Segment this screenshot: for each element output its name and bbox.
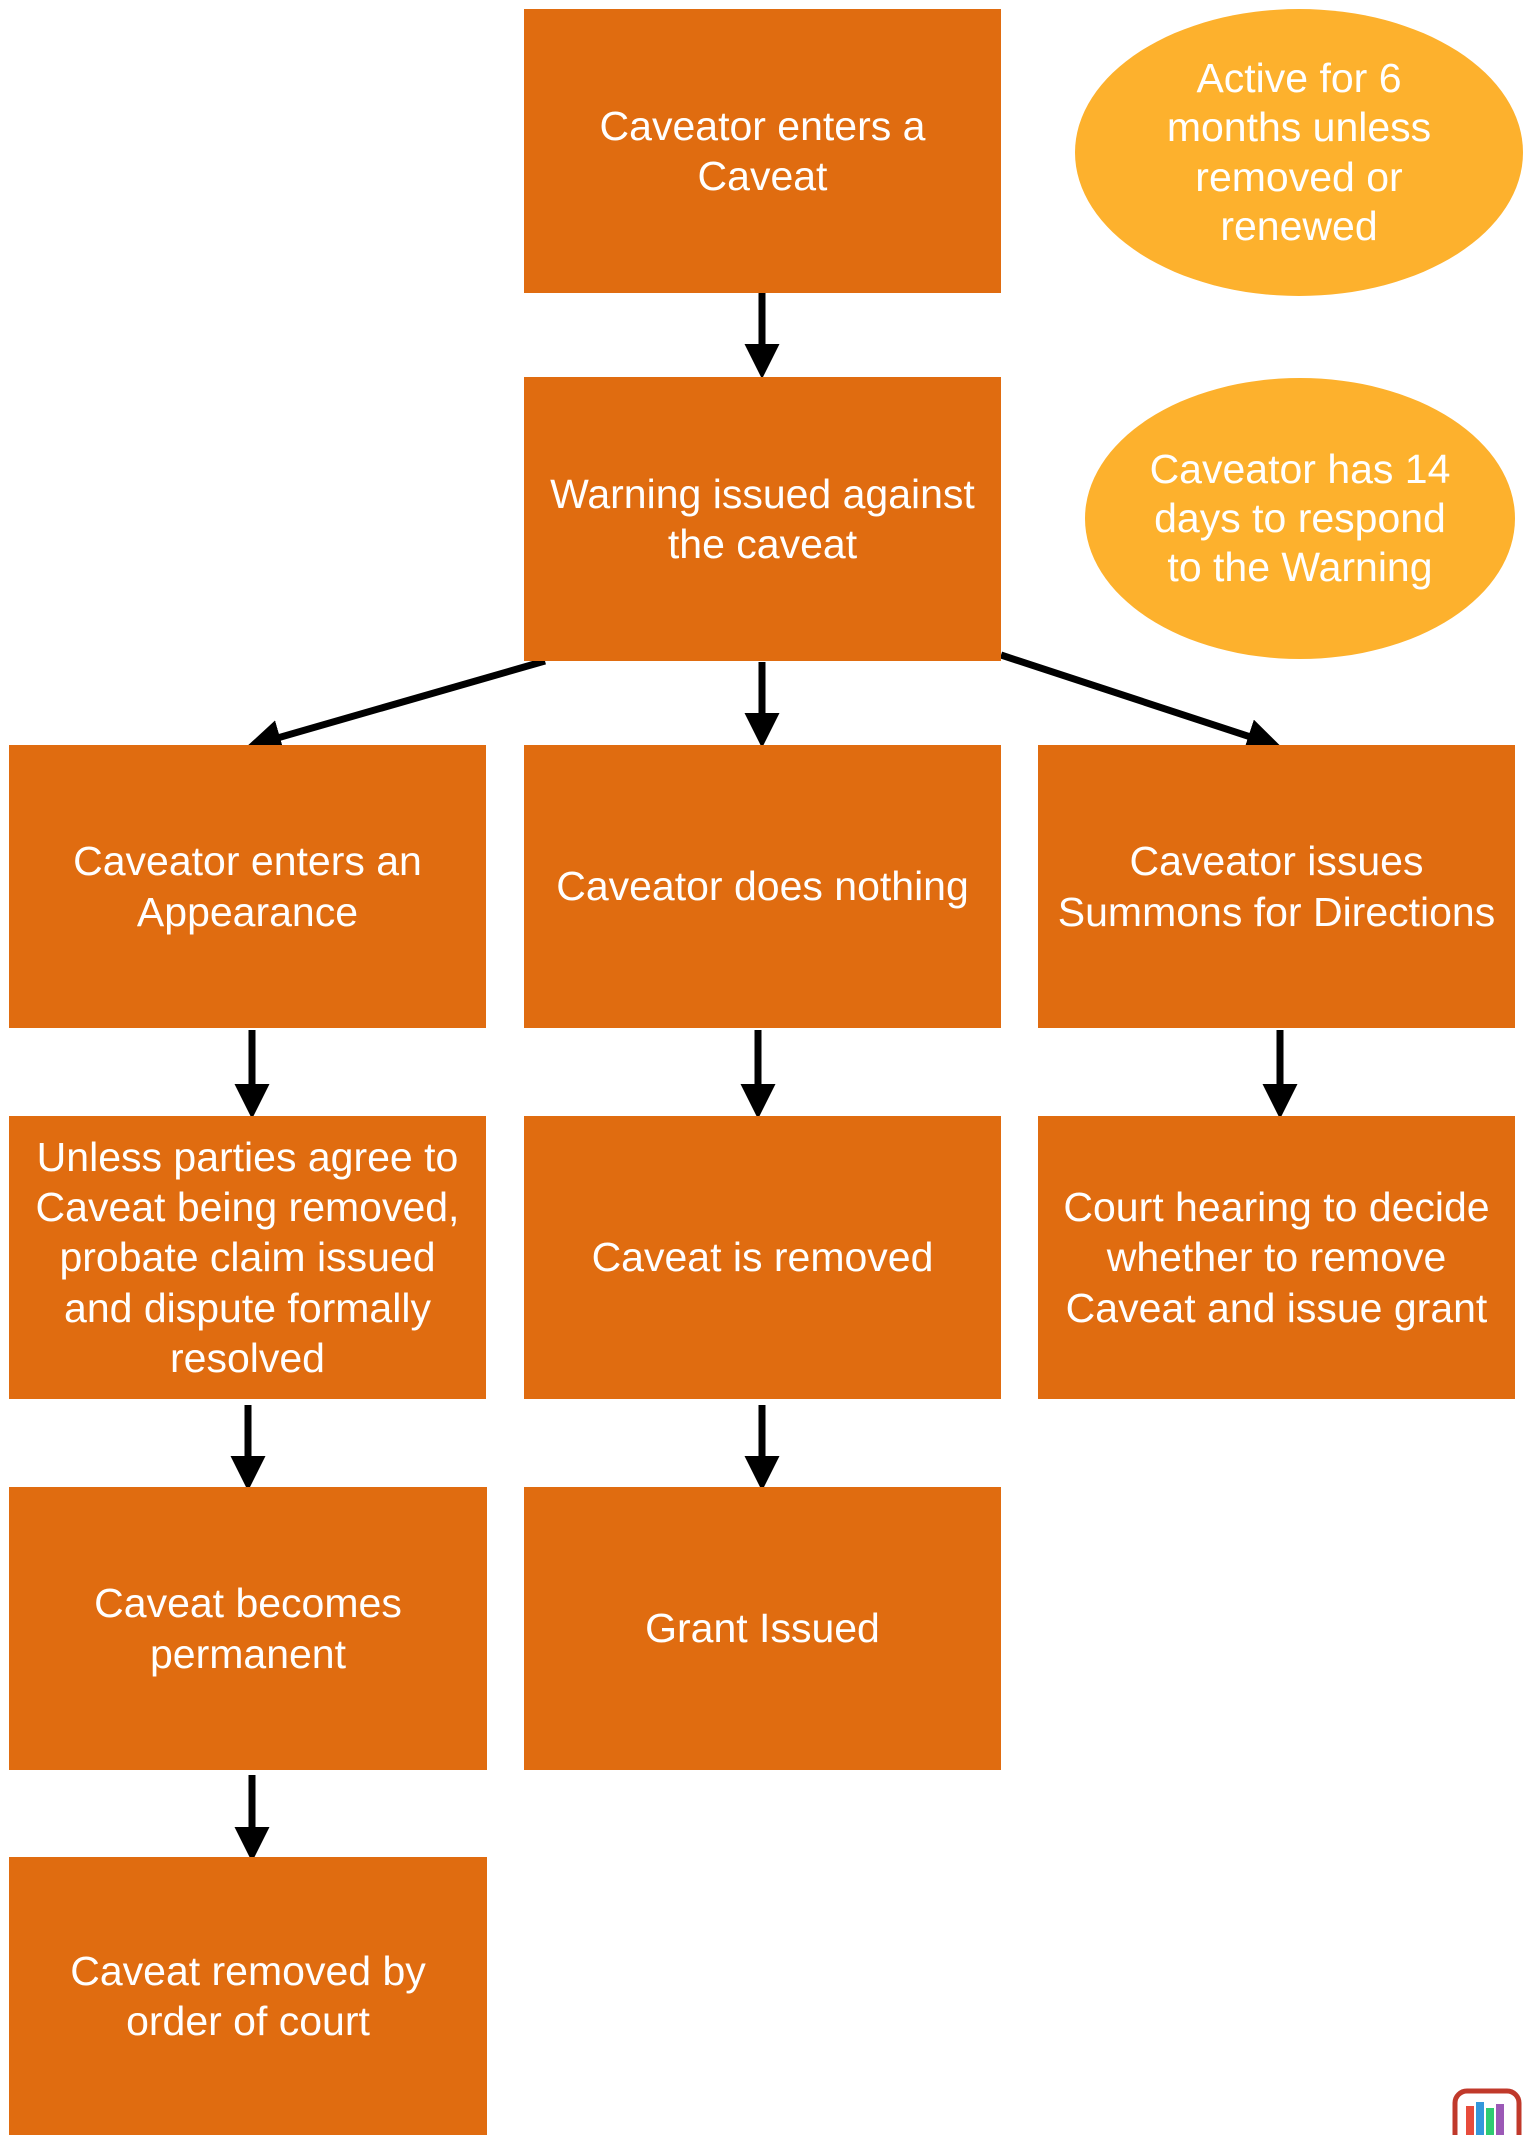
node-label: Warning issued against the caveat [550, 470, 975, 567]
note-label: Caveator has 14 days to respond to the W… [1149, 445, 1451, 591]
node-grant-issued: Grant Issued [524, 1487, 1001, 1770]
node-warning-issued: Warning issued against the caveat [524, 377, 1001, 661]
node-label: Unless parties agree to Caveat being rem… [35, 1134, 460, 1381]
node-label: Court hearing to decide whether to remov… [1063, 1184, 1490, 1331]
node-label: Caveat is removed [591, 1234, 934, 1281]
node-caveat-permanent: Caveat becomes permanent [9, 1487, 487, 1770]
node-label: Caveator enters a Caveat [599, 102, 926, 199]
node-issues-summons: Caveator issues Summons for Directions [1038, 745, 1515, 1028]
node-label: Caveator issues Summons for Directions [1057, 838, 1496, 935]
note-fourteen-days: Caveator has 14 days to respond to the W… [1085, 378, 1515, 659]
node-label: Caveat removed by order of court [70, 1947, 426, 2044]
node-probate-claim: Unless parties agree to Caveat being rem… [9, 1116, 486, 1399]
brand-logo-icon [1452, 2088, 1523, 2135]
note-active-six-months: Active for 6 months unless removed or re… [1075, 9, 1523, 296]
node-caveator-enters-caveat: Caveator enters a Caveat [524, 9, 1001, 293]
node-label: Grant Issued [645, 1605, 880, 1652]
node-label: Caveator does nothing [556, 863, 969, 910]
node-label: Caveator enters an Appearance [73, 838, 422, 935]
arrow-warning-to-summons [999, 651, 1282, 753]
node-caveat-removed: Caveat is removed [524, 1116, 1001, 1399]
arrow-warning-to-appearance [246, 657, 546, 755]
node-enters-appearance: Caveator enters an Appearance [9, 745, 486, 1028]
node-removed-by-court: Caveat removed by order of court [9, 1857, 487, 2135]
note-label: Active for 6 months unless removed or re… [1166, 55, 1432, 249]
node-label: Caveat becomes permanent [94, 1580, 402, 1677]
node-court-hearing: Court hearing to decide whether to remov… [1038, 1116, 1515, 1399]
node-does-nothing: Caveator does nothing [524, 745, 1001, 1028]
